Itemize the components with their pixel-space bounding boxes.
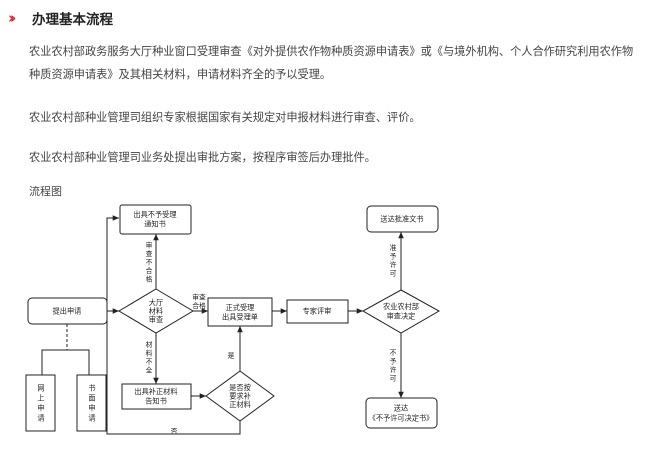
text-accept: 正式受理出具受理单 bbox=[222, 303, 258, 322]
flowchart-label: 流程图 bbox=[29, 185, 62, 198]
label-review-pass: 审查合格 bbox=[192, 292, 206, 310]
node-accept bbox=[207, 297, 273, 327]
label-yes: 是 bbox=[228, 352, 235, 360]
paragraph-approval: 农业农村部种业管理司业务处提出审批方案，按程序审签后办理批件。 bbox=[29, 151, 376, 164]
text-no-accept: 出具不予受理通知书 bbox=[133, 210, 176, 229]
label-review-fail: 审查不合格 bbox=[146, 241, 153, 284]
text-submit: 提出申请 bbox=[53, 307, 82, 316]
node-ministry-decision bbox=[361, 289, 441, 334]
paragraph-expert-review: 农业农村部种业管理司组织专家根据国家有关规定对申报材料进行审查、评价。 bbox=[29, 111, 421, 124]
node-online bbox=[25, 374, 56, 432]
text-supplement-check: 是否按要求补正材料 bbox=[229, 383, 251, 409]
text-online: 网上申请 bbox=[37, 384, 44, 423]
node-supplement-check bbox=[205, 370, 275, 422]
node-deny-doc bbox=[365, 397, 438, 429]
section-header: ›› 办理基本流程 bbox=[8, 7, 113, 29]
text-deny-doc: 送达《不予许可决定书》 bbox=[369, 404, 434, 423]
edge-tree bbox=[41, 349, 90, 375]
node-expert bbox=[286, 299, 349, 324]
text-hall-review: 大厅材料审查 bbox=[149, 298, 163, 324]
text-supplement-notice: 出具补正材料告知书 bbox=[134, 387, 177, 406]
text-paper: 书面申请 bbox=[88, 384, 95, 423]
text-approve-doc: 送达批准文书 bbox=[380, 215, 423, 224]
node-submit bbox=[27, 297, 108, 325]
section-title: 办理基本流程 bbox=[32, 12, 113, 28]
node-paper bbox=[76, 374, 107, 432]
node-no-accept bbox=[119, 204, 192, 235]
double-chevron-icon: ›› bbox=[8, 9, 16, 27]
text-ministry-decision: 农业农村部审查决定 bbox=[383, 302, 419, 321]
label-incomplete: 材料不全 bbox=[146, 340, 153, 375]
paragraph-acceptance: 农业农村部政务服务大厅种业窗口受理审查《对外提供农作物种质资源申请表》或《与境外… bbox=[29, 45, 634, 81]
node-hall-review bbox=[118, 288, 194, 334]
text-expert: 专家评审 bbox=[303, 307, 332, 316]
edge-no bbox=[106, 215, 241, 435]
label-no: 否 bbox=[171, 428, 178, 436]
node-approve-doc bbox=[366, 205, 439, 233]
label-deny: 不予许可 bbox=[390, 349, 397, 383]
label-permit: 准予许可 bbox=[390, 243, 397, 278]
node-supplement-notice bbox=[121, 383, 192, 410]
